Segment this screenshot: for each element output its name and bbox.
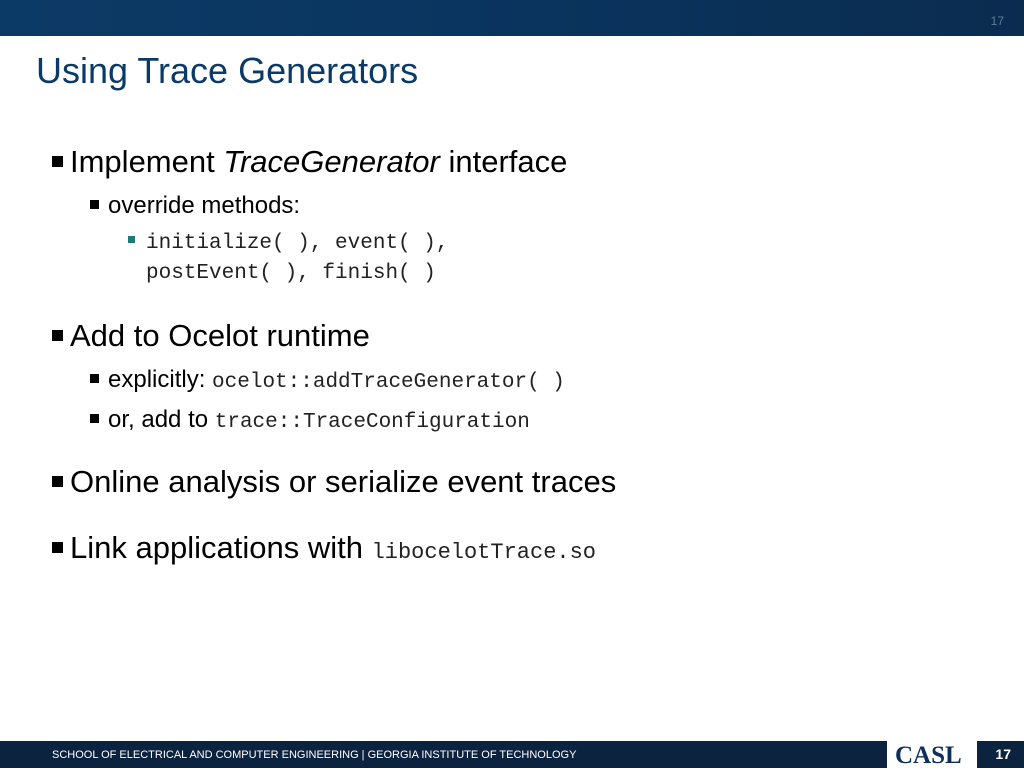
footer-institution: SCHOOL OF ELECTRICAL AND COMPUTER ENGINE… xyxy=(52,749,577,761)
bullet-add-runtime: Add to Ocelot runtime xyxy=(52,318,370,354)
square-bullet-icon xyxy=(90,200,99,210)
header-slide-number: 17 xyxy=(990,14,1004,28)
bullet-implement: Implement TraceGenerator interface xyxy=(52,144,567,180)
footer-page-number: 17 xyxy=(995,746,1011,762)
bullet-link-applications: Link applications with libocelotTrace.so xyxy=(52,530,596,566)
tracegenerator-term: TraceGenerator xyxy=(223,144,440,179)
bullet-override-methods: override methods: xyxy=(90,192,300,220)
footer-bar: SCHOOL OF ELECTRICAL AND COMPUTER ENGINE… xyxy=(0,741,1024,769)
slide-title: Using Trace Generators xyxy=(36,50,419,91)
square-bullet-icon xyxy=(52,330,63,342)
bullet-online-analysis: Online analysis or serialize event trace… xyxy=(52,464,616,500)
header-bar: 17 xyxy=(0,0,1024,36)
bullet-method-list: initialize( ), event( ), xyxy=(128,232,448,255)
casl-logo: CASL xyxy=(887,741,977,769)
square-bullet-icon xyxy=(128,235,135,243)
bullet-method-list-cont: postEvent( ), finish( ) xyxy=(146,262,436,285)
square-bullet-icon xyxy=(90,414,99,424)
bullet-trace-configuration: or, add to trace::TraceConfiguration xyxy=(90,406,530,434)
square-bullet-icon xyxy=(52,156,63,168)
square-bullet-icon xyxy=(52,476,63,488)
square-bullet-icon xyxy=(52,542,63,554)
bullet-explicitly: explicitly: ocelot::addTraceGenerator( ) xyxy=(90,366,565,394)
square-bullet-icon xyxy=(90,374,99,384)
